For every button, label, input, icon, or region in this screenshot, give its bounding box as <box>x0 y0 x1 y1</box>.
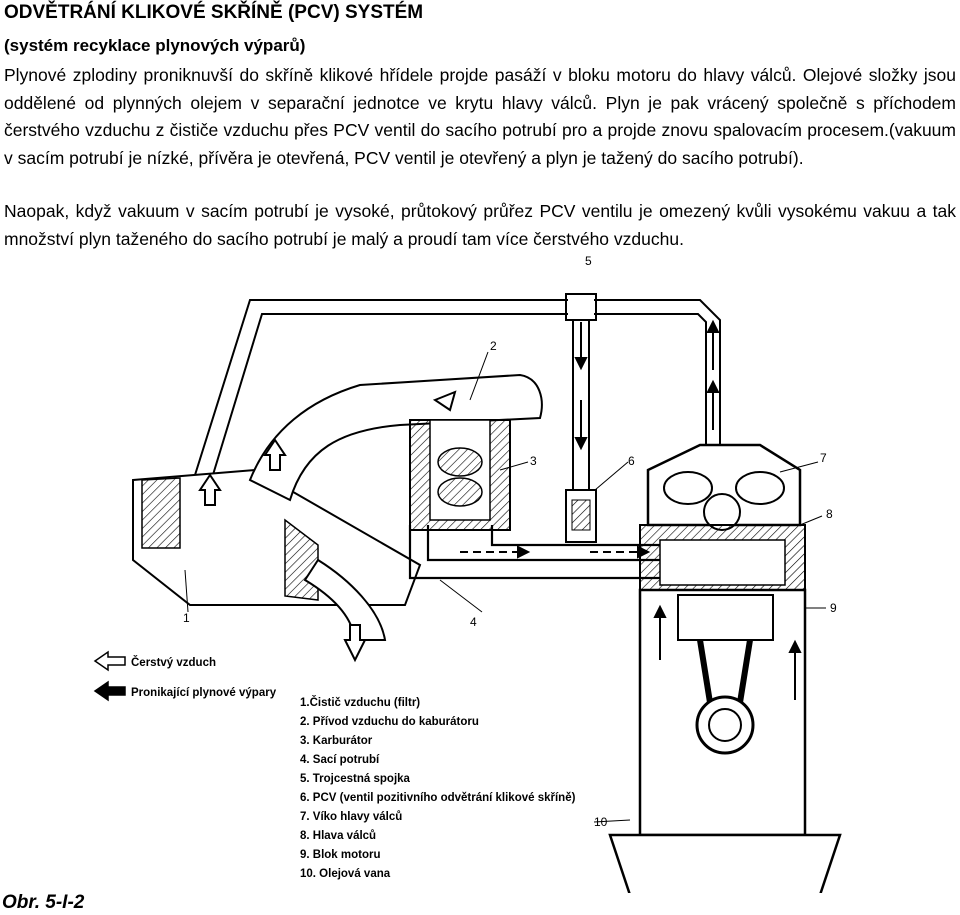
callout-leaders <box>184 351 826 823</box>
parts-list-item: 1.Čistič vzduchu (filtr) <box>300 696 420 709</box>
fresh-air-arrow-icon <box>93 650 126 672</box>
callout-6: 6 <box>628 454 635 468</box>
callout-2: 2 <box>490 339 497 353</box>
carburetor <box>409 419 511 531</box>
parts-list-item: 2. Přívod vzduchu do kaburátoru <box>300 716 479 728</box>
callout-10: 10 <box>594 815 608 829</box>
paragraph-pcv-description: Plynové zplodiny proniknuvší do skříně k… <box>4 65 956 168</box>
arrow-legend: Čerstvý vzduch Pronikající plynové výpar… <box>93 650 277 702</box>
carburetor-inlet-duct <box>248 373 543 502</box>
callout-7: 7 <box>820 451 827 465</box>
parts-list-item: 3. Karburátor <box>300 735 373 747</box>
fresh-air-arrows <box>198 390 457 663</box>
parts-list-item: 8. Hlava válců <box>300 830 376 842</box>
callout-4: 4 <box>470 615 477 629</box>
document-title: ODVĚTRÁNÍ KLIKOVÉ SKŘÍNĚ (PCV) SYSTÉM <box>4 2 424 23</box>
parts-list-item: 9. Blok motoru <box>300 849 381 861</box>
figure-label: Obr. 5-I-2 <box>2 892 85 913</box>
callout-1: 1 <box>183 611 190 625</box>
intake-snorkel <box>303 558 387 641</box>
parts-list-item: 6. PCV (ventil pozitivního odvětrání kli… <box>300 792 576 804</box>
pcv-valve <box>565 489 597 543</box>
three-way-joint <box>565 293 597 490</box>
parts-list-item: 10. Olejová vana <box>300 868 391 880</box>
parts-list-item: 7. Víko hlavy válců <box>300 811 402 823</box>
paragraph-high-vacuum: Naopak, když vakuum v sacím potrubí je v… <box>4 201 956 249</box>
parts-list-item: 4. Sací potrubí <box>300 754 380 766</box>
pcv-system-diagram: 1 2 3 4 5 6 7 8 9 10 Čerstvý vzduch Pron… <box>93 254 842 893</box>
callout-3: 3 <box>530 454 537 468</box>
parts-list: 1.Čistič vzduchu (filtr) 2. Přívod vzduc… <box>300 696 576 880</box>
document-subtitle: (systém recyklace plynových výparů) <box>4 36 306 55</box>
parts-list-item: 5. Trojcestná spojka <box>300 773 411 785</box>
breather-hose <box>194 299 721 479</box>
flow-arrows <box>460 319 802 700</box>
blowby-gas-arrow-icon <box>93 680 126 702</box>
callout-5: 5 <box>585 254 592 268</box>
callout-9: 9 <box>830 601 837 615</box>
legend-blowby-gas: Pronikající plynové výpary <box>131 687 277 699</box>
callout-8: 8 <box>826 507 833 521</box>
legend-fresh-air: Čerstvý vzduch <box>131 656 216 669</box>
engine <box>608 443 842 893</box>
intake-manifold <box>408 525 668 580</box>
